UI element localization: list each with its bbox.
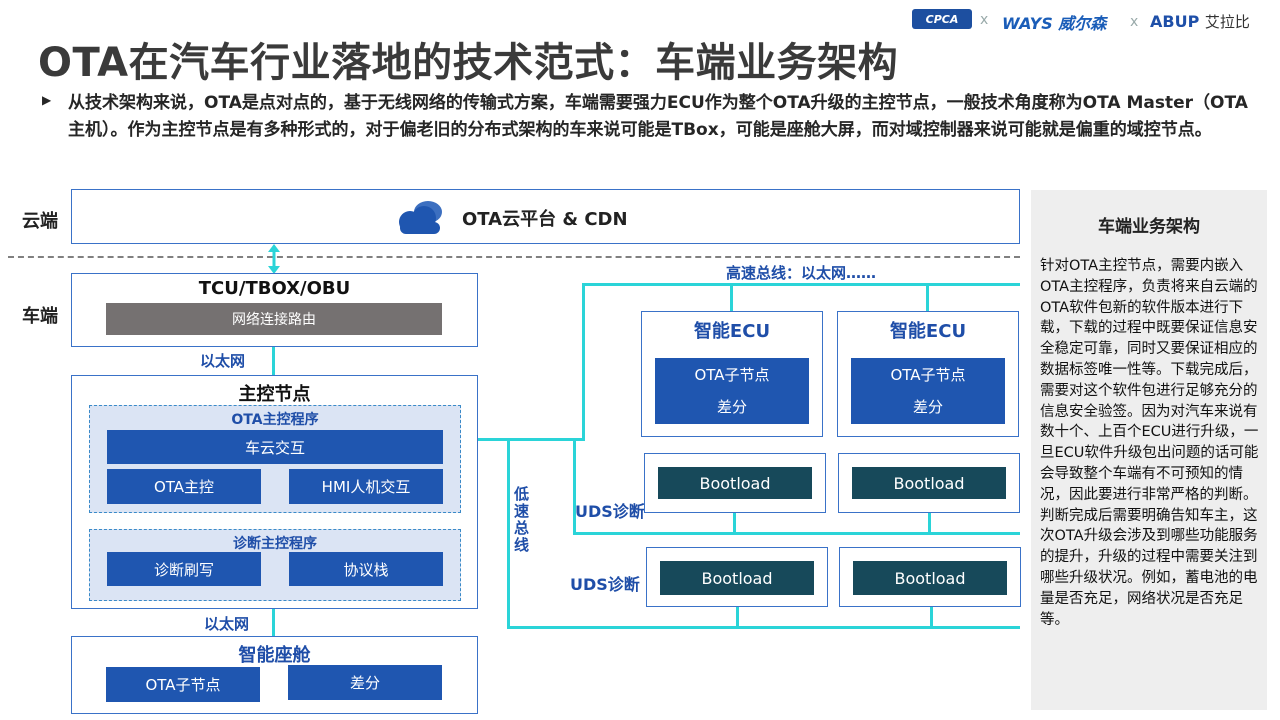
bootload-box: Bootload [646,547,828,607]
diag-master-program-panel: 诊断主控程序 诊断刷写 协议栈 [89,529,461,601]
bootload-block: Bootload [658,467,812,499]
bootload-connector [733,513,736,533]
cloud-platform-label: OTA云平台 & CDN [462,209,628,230]
tcu-title: TCU/TBOX/OBU [198,278,351,299]
abup-logo-text: ABUP [1150,12,1200,31]
cloud-car-divider [8,256,1020,258]
bootload-connector [736,607,739,627]
ecu-subnode-block: OTA子节点 差分 [851,358,1005,424]
ota-master-block: OTA主控 [107,469,261,504]
bootload-box: Bootload [644,453,826,513]
bootload-connector [930,607,933,627]
car-side-label: 车端 [22,306,58,327]
network-route-block: 网络连接路由 [106,303,442,335]
ecu-connector [926,283,929,311]
ethernet-connector [272,609,275,636]
side-panel: 车端业务架构 针对OTA主控节点，需要内嵌入OTA主控程序，负责将来自云端的OT… [1031,190,1267,710]
bootload-connector [928,513,931,533]
high-speed-bus-line [582,283,1020,286]
ecu-connector [730,283,733,311]
bootload-block: Bootload [660,561,814,595]
bootload-block: Bootload [852,467,1006,499]
cloud-icon [399,201,442,234]
ethernet-label: 以太网 [204,615,250,633]
logo-separator: x [980,12,989,28]
high-speed-bus-label: 高速总线：以太网…… [726,264,877,282]
low-speed-bus-line [507,626,1020,629]
smart-ecu-title: 智能ECU [889,321,967,342]
ota-subnode-label: OTA子节点 [694,366,770,384]
smart-ecu-title: 智能ECU [693,321,771,342]
protocol-stack-block: 协议栈 [289,552,443,586]
side-panel-body: 针对OTA主控节点，需要内嵌入OTA主控程序，负责将来自云端的OTA软件包新的软… [1040,258,1259,628]
diff-label: 差分 [716,398,747,416]
triangle-bullet-icon: ▶ [42,93,52,107]
double-arrow-icon [268,244,280,274]
master-node-box: 主控节点 OTA主控程序 车云交互 OTA主控 HMI人机交互 诊断主控程序 诊… [71,375,478,609]
bootload-box: Bootload [839,547,1021,607]
page-title: OTA在汽车行业落地的技术范式：车端业务架构 [38,40,899,86]
abup-logo-cn: 艾拉比 [1204,13,1250,31]
car-cloud-interaction-block: 车云交互 [107,430,443,464]
ota-master-program-label: OTA主控程序 [231,412,319,428]
ethernet-connector [272,347,275,375]
tcu-box: TCU/TBOX/OBU 网络连接路由 [71,273,478,347]
cpca-logo: CPCA [912,9,972,29]
low-speed-bus-vertical [507,438,510,629]
cockpit-ota-subnode-block: OTA子节点 [106,667,260,702]
smart-ecu-box: 智能ECU OTA子节点 差分 [837,311,1019,437]
logo-separator: x [1130,14,1139,30]
master-node-title: 主控节点 [238,384,311,405]
cloud-side-label: 云端 [22,211,58,232]
uds-diagnosis-label: UDS诊断 [575,502,645,521]
bootload-box: Bootload [838,453,1020,513]
uds-bus-line [573,532,1020,535]
ways-logo: WAYS 威尔森 [1002,14,1107,33]
cockpit-diff-block: 差分 [288,665,442,700]
ecu-subnode-block: OTA子节点 差分 [655,358,809,424]
ota-subnode-label: OTA子节点 [890,366,966,384]
cloud-platform-box: OTA云平台 & CDN [71,189,1020,244]
low-speed-bus-label: 低速总线 [514,485,530,554]
ethernet-label: 以太网 [200,352,246,370]
bootload-block: Bootload [853,561,1007,595]
smart-ecu-box: 智能ECU OTA子节点 差分 [641,311,823,437]
diff-label: 差分 [912,398,943,416]
bus-line [478,438,584,441]
uds-bus-vertical [573,438,576,535]
smart-cockpit-box: 智能座舱 OTA子节点 差分 [71,636,478,714]
ota-master-program-panel: OTA主控程序 车云交互 OTA主控 HMI人机交互 [89,405,461,513]
abup-logo: ABUP 艾拉比 [1150,11,1250,32]
hmi-block: HMI人机交互 [289,469,443,504]
diag-flash-block: 诊断刷写 [107,552,261,586]
smart-cockpit-title: 智能座舱 [238,645,311,666]
high-speed-bus-vertical [582,283,585,441]
uds-diagnosis-label: UDS诊断 [570,575,640,594]
diag-master-program-label: 诊断主控程序 [233,536,317,552]
side-panel-title: 车端业务架构 [1098,217,1200,237]
intro-paragraph: 从技术架构来说，OTA是点对点的，基于无线网络的传输式方案，车端需要强力ECU作… [68,93,1248,140]
